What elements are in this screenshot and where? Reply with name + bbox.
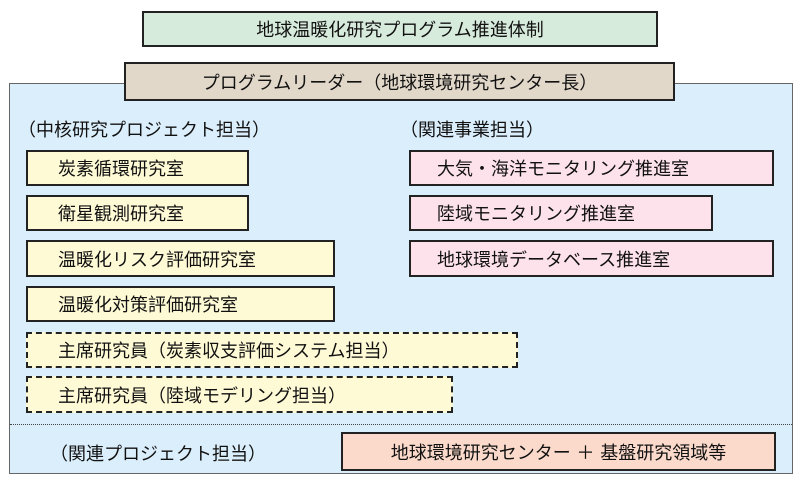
lab-risk: 温暖化リスク評価研究室 (26, 240, 335, 277)
program-leader-box: プログラムリーダー（地球環境研究センター長） (124, 62, 675, 101)
lab-carbon-cycle: 炭素循環研究室 (26, 150, 249, 186)
related-projects-heading: （関連プロジェクト担当） (50, 444, 266, 465)
related-projects-box: 地球環境研究センター ＋ 基盤研究領域等 (341, 432, 776, 471)
office-land: 陸域モニタリング推進室 (409, 195, 713, 231)
office-database: 地球環境データベース推進室 (409, 240, 774, 277)
core-heading: （中核研究プロジェクト担当） (18, 120, 270, 141)
senior-researcher-land: 主席研究員（陸域モデリング担当） (26, 376, 453, 413)
section-divider (10, 424, 792, 425)
senior-researcher-carbon: 主席研究員（炭素収支評価システム担当） (26, 332, 518, 368)
lab-countermeasures: 温暖化対策評価研究室 (26, 286, 335, 322)
title-box: 地球温暖化研究プログラム推進体制 (142, 11, 658, 47)
lab-satellite: 衛星観測研究室 (26, 195, 249, 231)
office-atmosphere-ocean: 大気・海洋モニタリング推進室 (409, 150, 774, 186)
related-work-heading: （関連事業担当） (400, 120, 544, 141)
